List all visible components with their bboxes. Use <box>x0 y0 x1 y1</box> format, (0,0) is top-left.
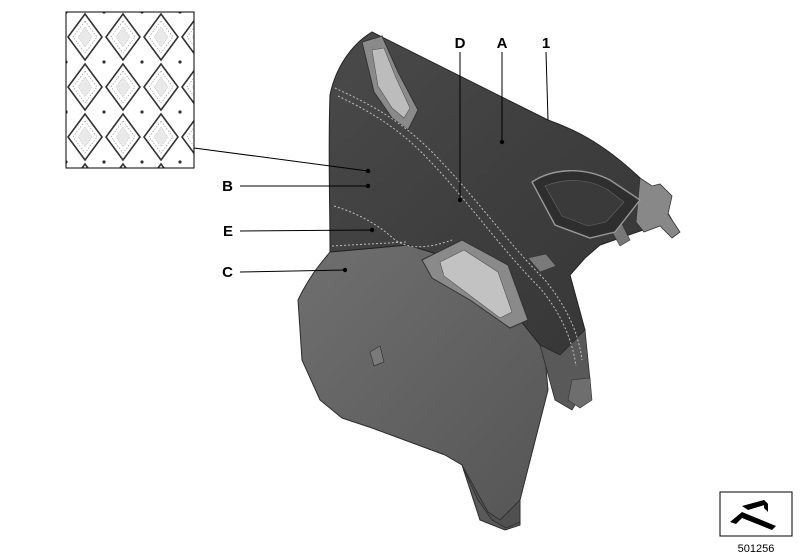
trim-panel-illustration <box>297 31 681 531</box>
stitching-upper-2 <box>337 95 577 367</box>
callout-b: B <box>222 178 233 195</box>
lower-notch <box>461 464 521 529</box>
speaker-cover-inner <box>544 180 625 227</box>
stitching-upper <box>334 87 583 361</box>
lower-tab <box>369 345 385 367</box>
leader-c <box>239 269 346 273</box>
stitching-lower <box>331 241 407 247</box>
callout-a: A <box>497 35 508 52</box>
belt-clip <box>527 253 557 273</box>
top-opening-inner <box>371 47 411 119</box>
callout-c: C <box>222 264 233 281</box>
stitching-middle <box>333 205 453 248</box>
side-clip <box>567 377 593 409</box>
orientation-icon <box>719 491 793 537</box>
right-bracket <box>635 177 681 239</box>
leader-lines <box>193 51 549 273</box>
callout-e: E <box>223 223 233 240</box>
callout-1: 1 <box>542 35 550 52</box>
material-swatch <box>65 11 195 169</box>
leader-dots <box>342 139 505 273</box>
belt-guide-inner <box>439 249 513 319</box>
leader-swatch <box>193 147 369 172</box>
leader-e <box>239 229 373 232</box>
diagram-number: 501256 <box>738 543 775 555</box>
callout-d: D <box>455 35 466 52</box>
leader-1 <box>545 51 549 121</box>
